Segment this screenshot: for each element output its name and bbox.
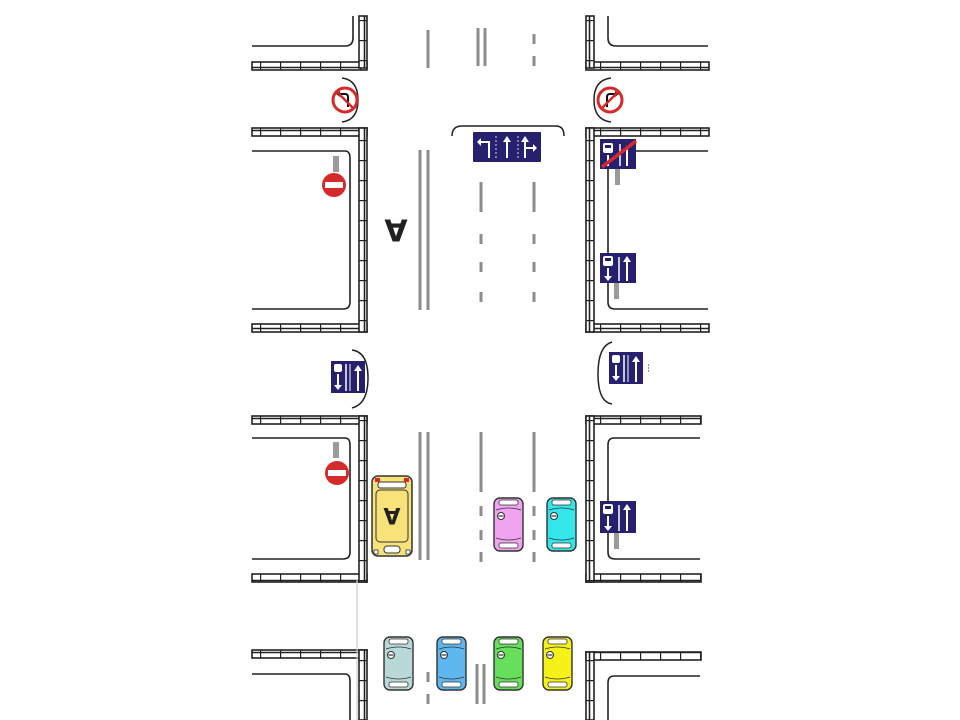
bus-lane-sign-left [331,361,365,393]
road-letter: А [384,212,408,247]
bus-lane-end-sign [600,139,638,185]
block-mid-right [585,127,710,333]
no-left-turn-sign [331,86,359,114]
block-lower-left [251,415,368,583]
block-top-right [585,15,710,71]
car-grey [383,636,414,691]
bus-lane-sign-lower [600,501,636,549]
curbs [251,15,710,720]
lane-directions-sign [473,132,541,162]
bus-lane-sign-right [609,352,649,384]
block-lower-right [585,415,702,583]
no-right-turn-sign [596,86,624,114]
car-yellow [542,636,573,691]
lane-markings [418,28,536,704]
block-mid-left [251,127,368,333]
block-top-left [251,15,368,71]
block-bottom-right [585,651,702,720]
car-blue [436,636,467,691]
sign-brackets [341,77,613,409]
car-cyan [546,497,577,552]
car-pink [493,497,524,552]
car-green [493,636,524,691]
block-bottom-left [251,649,368,720]
bus-letter: А [383,502,400,527]
bus-lane-sign-upper [600,253,636,299]
no-entry-sign-upper [322,156,346,197]
route-bus: А [371,475,413,557]
no-entry-sign-lower [325,442,349,485]
